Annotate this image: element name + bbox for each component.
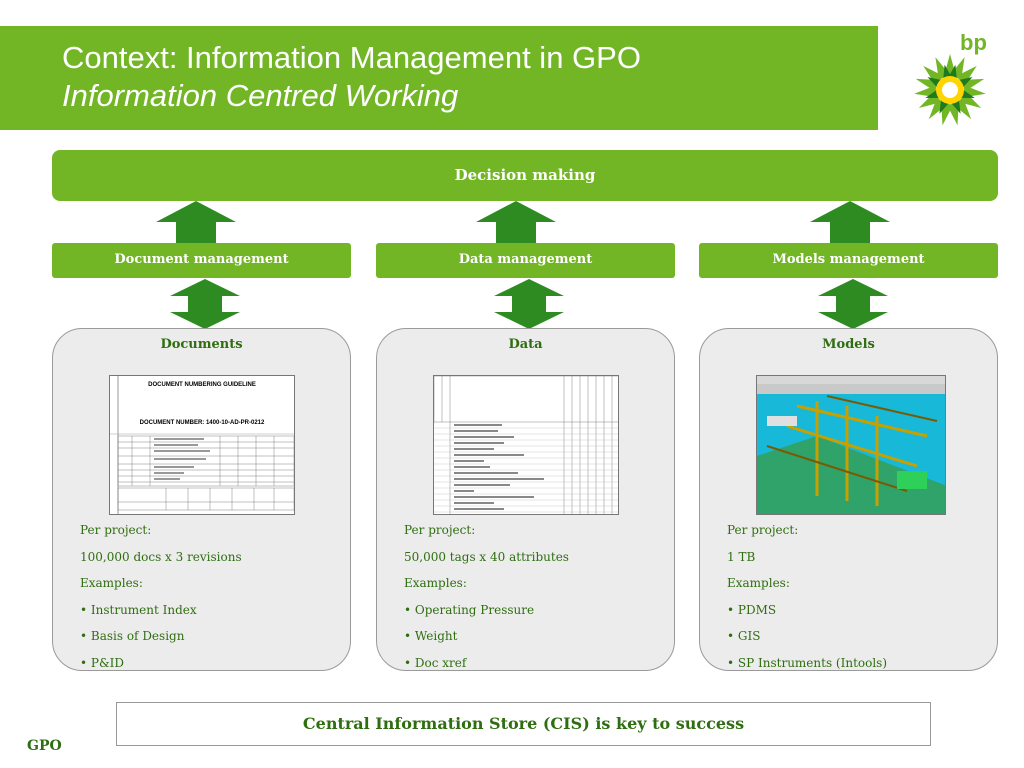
detail-line: • Doc xref: [404, 655, 467, 670]
doc-thumbnail-number: DOCUMENT NUMBER: 1400-10-AD-PR-0212: [139, 420, 265, 426]
panel-title: Data: [508, 337, 543, 352]
slide-subtitle: Information Centred Working: [62, 78, 459, 113]
data-table-thumbnail: [434, 376, 618, 514]
detail-line: Examples:: [80, 576, 143, 590]
footer-label: GPO: [27, 738, 62, 754]
detail-line: • GIS: [727, 629, 761, 643]
3d-plant-model-thumbnail: [756, 375, 946, 515]
up-arrow: [476, 201, 556, 245]
title-banner: [0, 26, 878, 130]
data-panel: Data: [376, 328, 675, 671]
document-numbering-guideline-thumbnail: DOCUMENT NUMBERING GUIDELINE DOCUMENT NU…: [109, 375, 295, 515]
panel-title: Models: [822, 337, 875, 352]
up-arrow: [156, 201, 236, 245]
detail-line: Examples:: [404, 576, 467, 590]
slide-title: Context: Information Management in GPO: [62, 40, 641, 75]
detail-line: • Basis of Design: [80, 629, 185, 643]
3d-model-icon: [757, 376, 945, 514]
double-arrow: [170, 279, 240, 329]
models-details: Per project: 1 TB Examples: • PDMS • GIS…: [727, 523, 887, 682]
central-information-store-box: Central Information Store (CIS) is key t…: [116, 702, 931, 746]
detail-line: • P&ID: [80, 655, 125, 670]
detail-line: • Instrument Index: [80, 602, 197, 617]
data-details: Per project: 50,000 tags x 40 attributes…: [404, 523, 569, 682]
detail-line: Per project:: [727, 523, 799, 537]
double-arrow: [818, 279, 888, 329]
detail-line: Per project:: [404, 523, 476, 537]
document-management-bar: Document management: [52, 243, 351, 278]
detail-line: • SP Instruments (Intools): [727, 655, 888, 670]
up-arrow: [810, 201, 890, 245]
detail-line: 1 TB: [727, 549, 756, 564]
detail-line: 100,000 docs x 3 revisions: [80, 549, 242, 564]
detail-line: • Weight: [404, 629, 458, 643]
data-management-bar: Data management: [376, 243, 675, 278]
detail-line: 50,000 tags x 40 attributes: [404, 549, 569, 564]
tag-attribute-table-thumbnail: [433, 375, 619, 515]
detail-line: Examples:: [727, 576, 790, 590]
bp-logo: bp: [902, 28, 1002, 128]
bp-logo-text: bp: [960, 30, 987, 55]
documents-panel: Documents DOCUMENT NUMBERING GUIDELINE D…: [52, 328, 351, 671]
doc-thumbnail-title: DOCUMENT NUMBERING GUIDELINE: [148, 382, 256, 388]
bp-helios-icon: bp: [914, 30, 987, 126]
detail-line: Per project:: [80, 523, 152, 537]
detail-line: • PDMS: [727, 602, 777, 617]
panel-title: Documents: [160, 337, 243, 352]
doc-thumbnail-lines: [110, 376, 294, 514]
detail-line: • Operating Pressure: [404, 602, 535, 617]
double-arrow: [494, 279, 564, 329]
models-management-bar: Models management: [699, 243, 998, 278]
documents-details: Per project: 100,000 docs x 3 revisions …: [80, 523, 242, 682]
models-panel: Models Per project: 1 TB Examples:: [699, 328, 998, 671]
decision-making-bar: Decision making: [52, 150, 998, 201]
